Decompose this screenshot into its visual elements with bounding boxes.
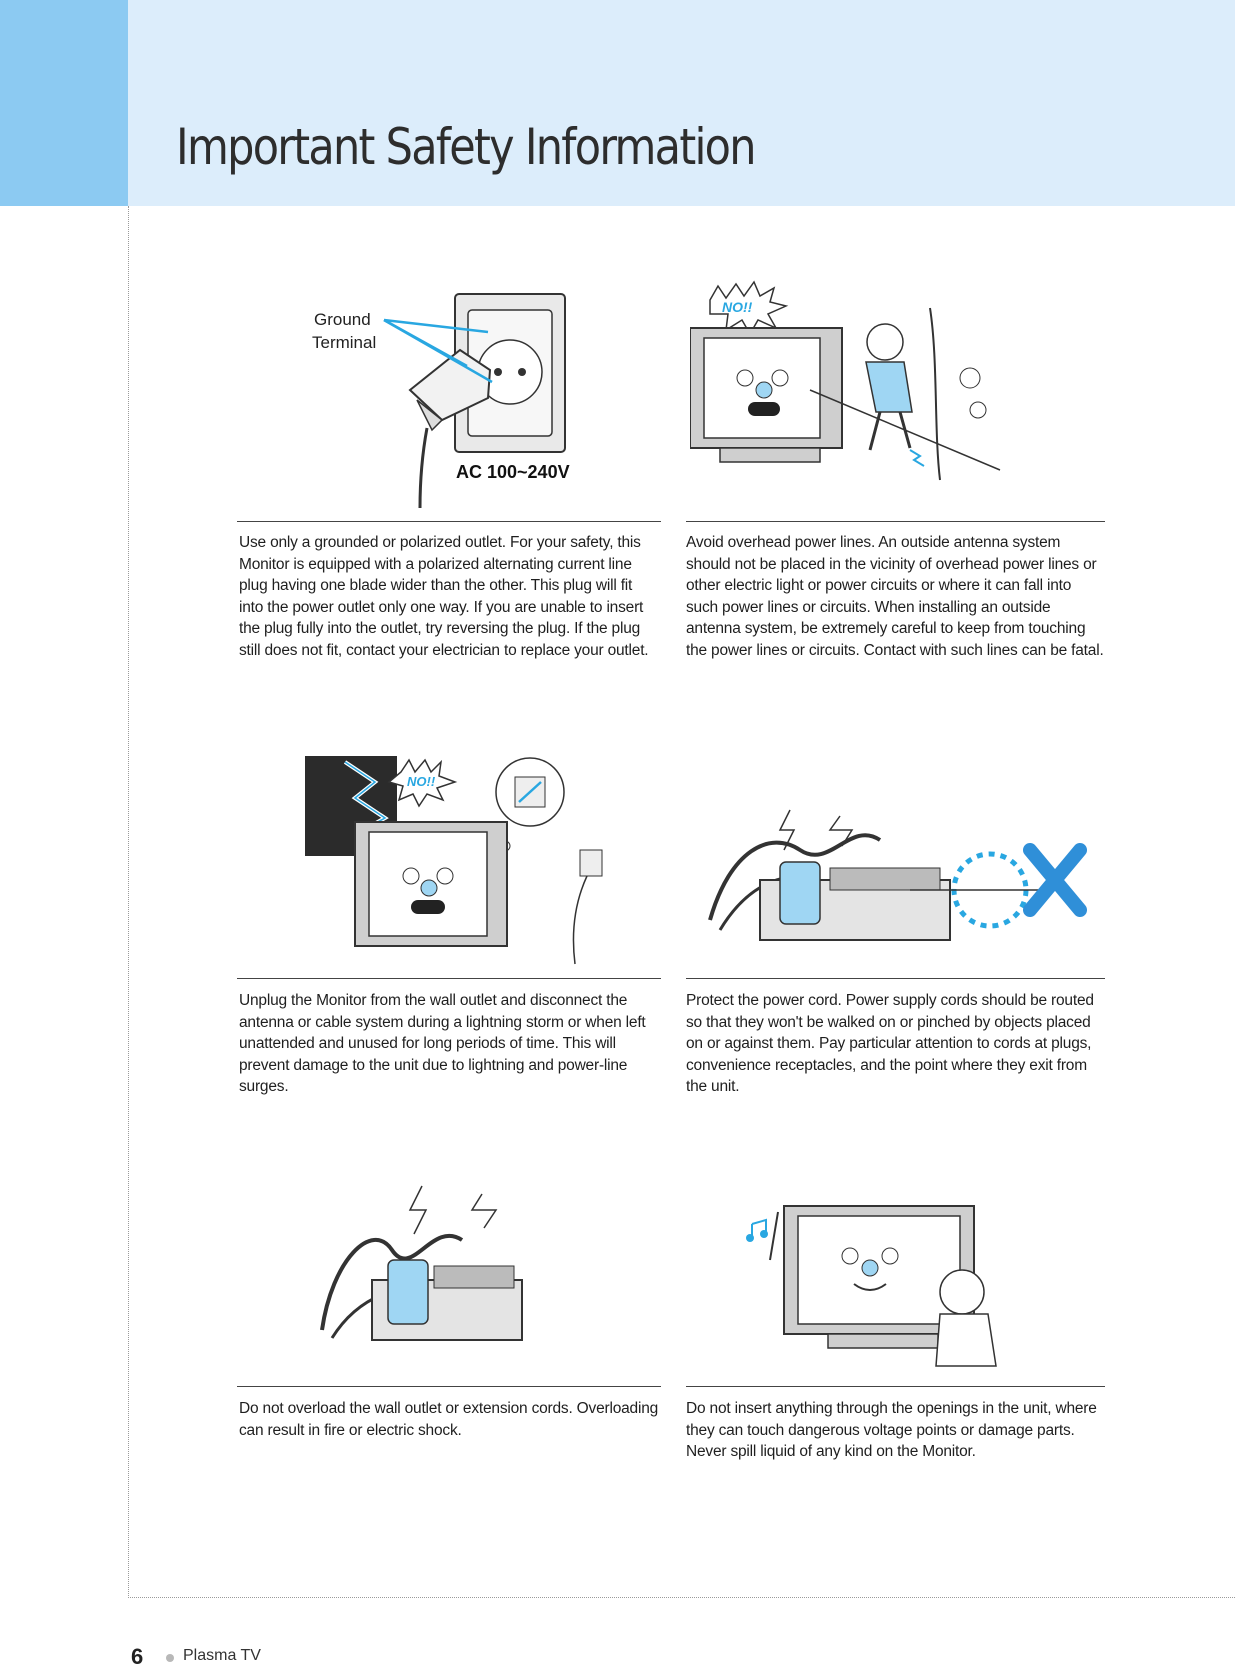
safety-text-openings: Do not insert anything through the openi… <box>686 1400 1097 1460</box>
insert-warning-illustration <box>744 1196 1024 1376</box>
safety-text-lightning: Unplug the Monitor from the wall outlet … <box>239 992 646 1095</box>
voltage-label: AC 100~240V <box>456 462 570 482</box>
page-number: 6 <box>131 1644 144 1669</box>
antenna-illustration: NO!! <box>690 280 1030 510</box>
section-rule-5 <box>237 1386 661 1387</box>
section-rule-3 <box>237 978 661 979</box>
page-title: Important Safety Information <box>176 118 757 176</box>
header-tab <box>0 0 128 206</box>
no-badge-antenna: NO!! <box>722 299 753 315</box>
bottom-guide-line <box>128 1597 1235 1598</box>
section-rule-4 <box>686 978 1105 979</box>
section-rule-2 <box>686 521 1105 522</box>
lightning-illustration: NO!! <box>305 752 605 972</box>
section-rule-6 <box>686 1386 1105 1387</box>
safety-text-power-lines: Avoid overhead power lines. An outside a… <box>686 534 1104 659</box>
ground-label-line1: Ground <box>314 310 371 329</box>
footer-bullet <box>166 1654 174 1662</box>
safety-text-power-cord: Protect the power cord. Power supply cor… <box>686 992 1094 1095</box>
outlet-illustration: Ground Terminal AC 100~240V <box>292 280 592 510</box>
header-band <box>128 0 1235 206</box>
safety-text-outlet: Use only a grounded or polarized outlet.… <box>239 534 649 659</box>
power-cord-illustration <box>690 790 1090 970</box>
footer-product-label: Plasma TV <box>183 1647 261 1664</box>
no-badge-lightning: NO!! <box>407 774 436 789</box>
left-guide-line <box>128 206 129 1596</box>
overload-illustration <box>312 1180 552 1350</box>
ground-label-line2: Terminal <box>312 333 376 352</box>
safety-text-overload: Do not overload the wall outlet or exten… <box>239 1400 659 1439</box>
section-rule-1 <box>237 521 661 522</box>
